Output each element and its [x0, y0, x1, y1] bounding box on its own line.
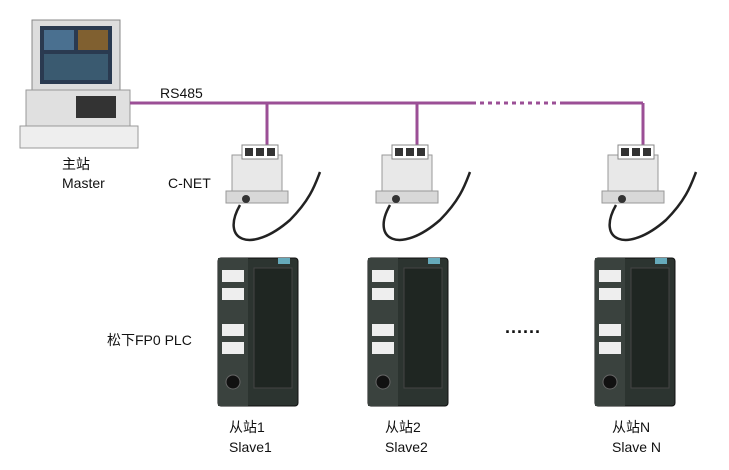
- converter-label: C-NET: [168, 175, 211, 191]
- ellipsis: ......: [505, 317, 542, 337]
- slave-label-en: Slave2: [385, 439, 428, 455]
- master-label-en: Master: [62, 175, 105, 191]
- master-label-cn: 主站: [62, 156, 90, 172]
- plc-icon: [217, 257, 299, 407]
- plc-label: 松下FP0 PLC: [107, 332, 192, 348]
- plc-icon: [594, 257, 676, 407]
- slave-label-cn: 从站1: [229, 419, 265, 435]
- slave-label-cn: 从站N: [612, 419, 651, 435]
- rs485-bus: [130, 101, 645, 152]
- cnet-module-icon: [375, 144, 472, 242]
- master-computer-icon: [19, 19, 139, 149]
- slave-label-cn: 从站2: [385, 419, 421, 435]
- slave-label-en: Slave1: [229, 439, 272, 455]
- cnet-module-icon: [225, 144, 322, 242]
- slave-label-en: Slave N: [612, 439, 662, 455]
- plc-icon: [367, 257, 449, 407]
- bus-label: RS485: [160, 85, 203, 101]
- cnet-module-icon: [601, 144, 698, 242]
